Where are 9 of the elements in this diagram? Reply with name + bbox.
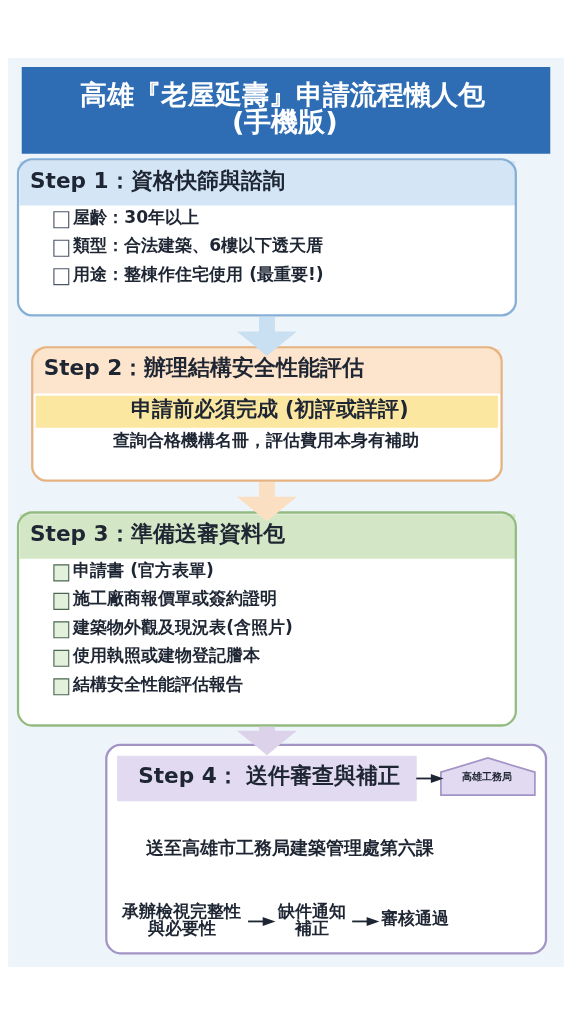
node-text: 承辦檢視完整性與必要性 — [122, 900, 242, 938]
node-box: Step 4： 送件審查與補正 — [117, 755, 417, 801]
node-text: 缺件通知補正 — [277, 900, 346, 938]
cluster — [105, 743, 548, 954]
arrow — [236, 481, 297, 521]
arrow — [236, 316, 297, 356]
label: 送至高雄市工務局建築管理處第六課 — [145, 836, 434, 858]
node-text: 審核通過 — [381, 907, 450, 928]
diagram-title: 高雄『老屋延壽』申請流程懶人包(手機版) — [80, 78, 486, 137]
